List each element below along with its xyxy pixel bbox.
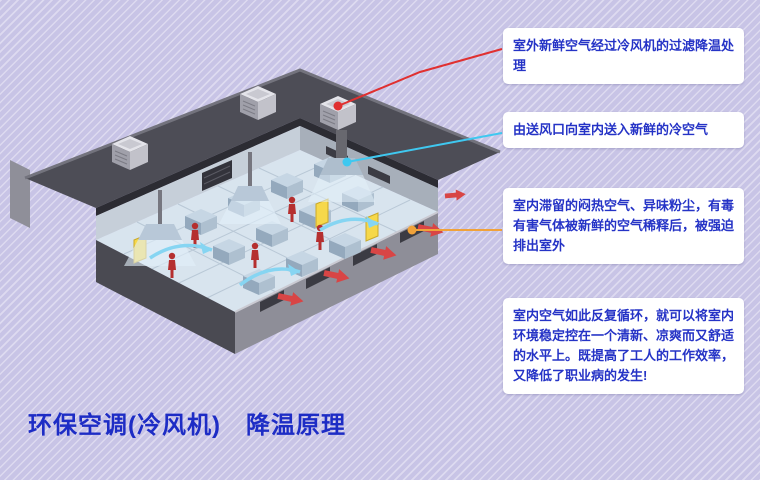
left-end-wall [10,160,30,228]
page-title: 环保空调(冷风机) 降温原理 [28,412,346,439]
worker [251,242,259,268]
machine [286,251,318,277]
cooling-unit [240,86,276,120]
callout-supply-air: 由送风口向室内送入新鲜的冷空气 [503,112,744,148]
supply-duct [308,130,375,202]
machine [256,221,288,247]
exhaust-vent [353,244,377,266]
exhaust-vent [260,290,284,312]
airflow-arrows [149,216,379,287]
back-wall-vent [368,166,390,184]
marker-dot-exhaust [407,225,417,235]
callout-fresh-air-filter: 室外新鲜空气经过冷风机的过滤降温处理 [503,28,744,84]
roof-fascia [96,118,438,216]
machine [329,233,361,259]
cooling-unit [112,136,148,170]
callout-text: 室外新鲜空气经过冷风机的过滤降温处理 [513,38,735,73]
exhaust-arrows [277,189,466,306]
callout-text: 室内滞留的闷热空气、异味粉尘，有毒有害气体被新鲜的空气稀释后，被强迫排出室外 [513,198,735,253]
machine [213,239,245,265]
marker-dot-supply [342,157,352,167]
worker [191,222,199,248]
callout-circulation-summary: 室内空气如此反复循环，就可以将室内环境稳定控在一个清新、凉爽而又舒适的水平上。既… [503,298,744,394]
leader-line-supply [346,132,503,163]
worker [168,252,176,278]
marker-dot-fresh-air [333,101,343,111]
workers [168,196,324,278]
exhaust-vent [306,267,330,289]
cooling-unit [320,96,356,130]
leader-lines [333,48,503,235]
callout-exhaust-air: 室内滞留的闷热空气、异味粉尘，有毒有害气体被新鲜的空气稀释后，被强迫排出室外 [503,188,744,264]
callout-text: 室内空气如此反复循环，就可以将室内环境稳定控在一个清新、凉爽而又舒适的水平上。既… [513,308,735,383]
machine [271,173,303,199]
callout-text: 由送风口向室内送入新鲜的冷空气 [513,122,709,137]
leader-line-fresh-air [337,48,503,107]
worker [288,196,296,222]
rooftop-units [112,86,356,170]
wall-grille-panel [202,160,232,191]
